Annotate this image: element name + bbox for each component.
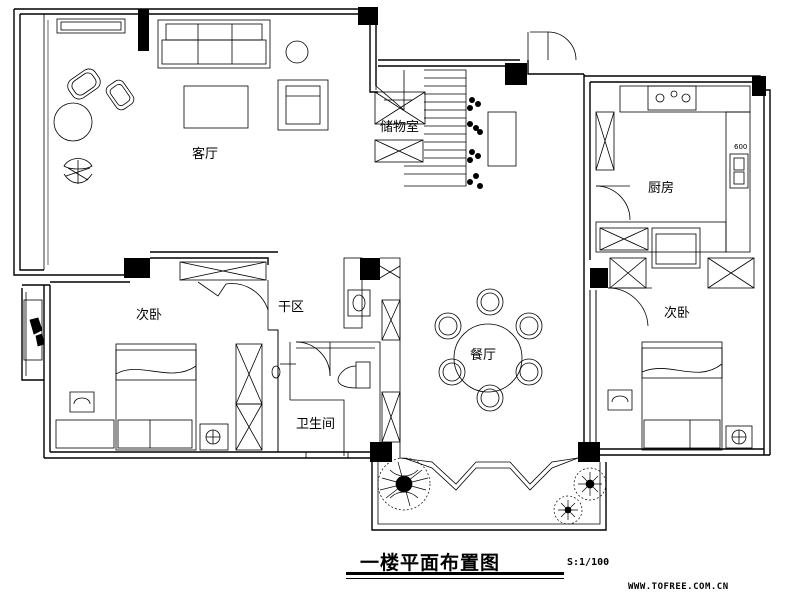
right-bedroom-furniture	[607, 287, 753, 451]
dining-table-set	[434, 288, 543, 412]
bath-dryarea	[271, 257, 401, 459]
left-bedroom-furniture	[55, 261, 269, 451]
drawing-title: 一楼平面布置图	[360, 552, 501, 574]
balcony	[371, 457, 607, 531]
kitchen-fixtures	[595, 85, 755, 289]
title-underline-thick	[346, 572, 564, 575]
room-label-dining: 餐厅	[470, 348, 497, 363]
room-label-storage: 储物室	[380, 120, 420, 135]
balcony-plants	[377, 457, 607, 525]
title-underline-thin	[346, 578, 564, 579]
dimension-note: 600	[734, 143, 748, 151]
structural-columns	[124, 7, 766, 462]
room-label-bedroom-left: 次卧	[136, 308, 163, 323]
room-label-living: 客厅	[192, 147, 219, 162]
stairs-storage	[374, 31, 577, 189]
living-room-furniture	[23, 18, 329, 361]
exterior-walls	[13, 8, 771, 459]
room-label-bedroom-right: 次卧	[664, 306, 691, 321]
drawing-scale: S:1/100	[567, 557, 610, 568]
room-label-bathroom: 卫生间	[296, 417, 336, 432]
website-watermark: WWW.TOFREE.COM.CN	[628, 582, 729, 592]
room-label-kitchen: 厨房	[648, 181, 675, 196]
room-label-dry-area: 干区	[278, 300, 305, 315]
interior-walls	[268, 290, 597, 455]
